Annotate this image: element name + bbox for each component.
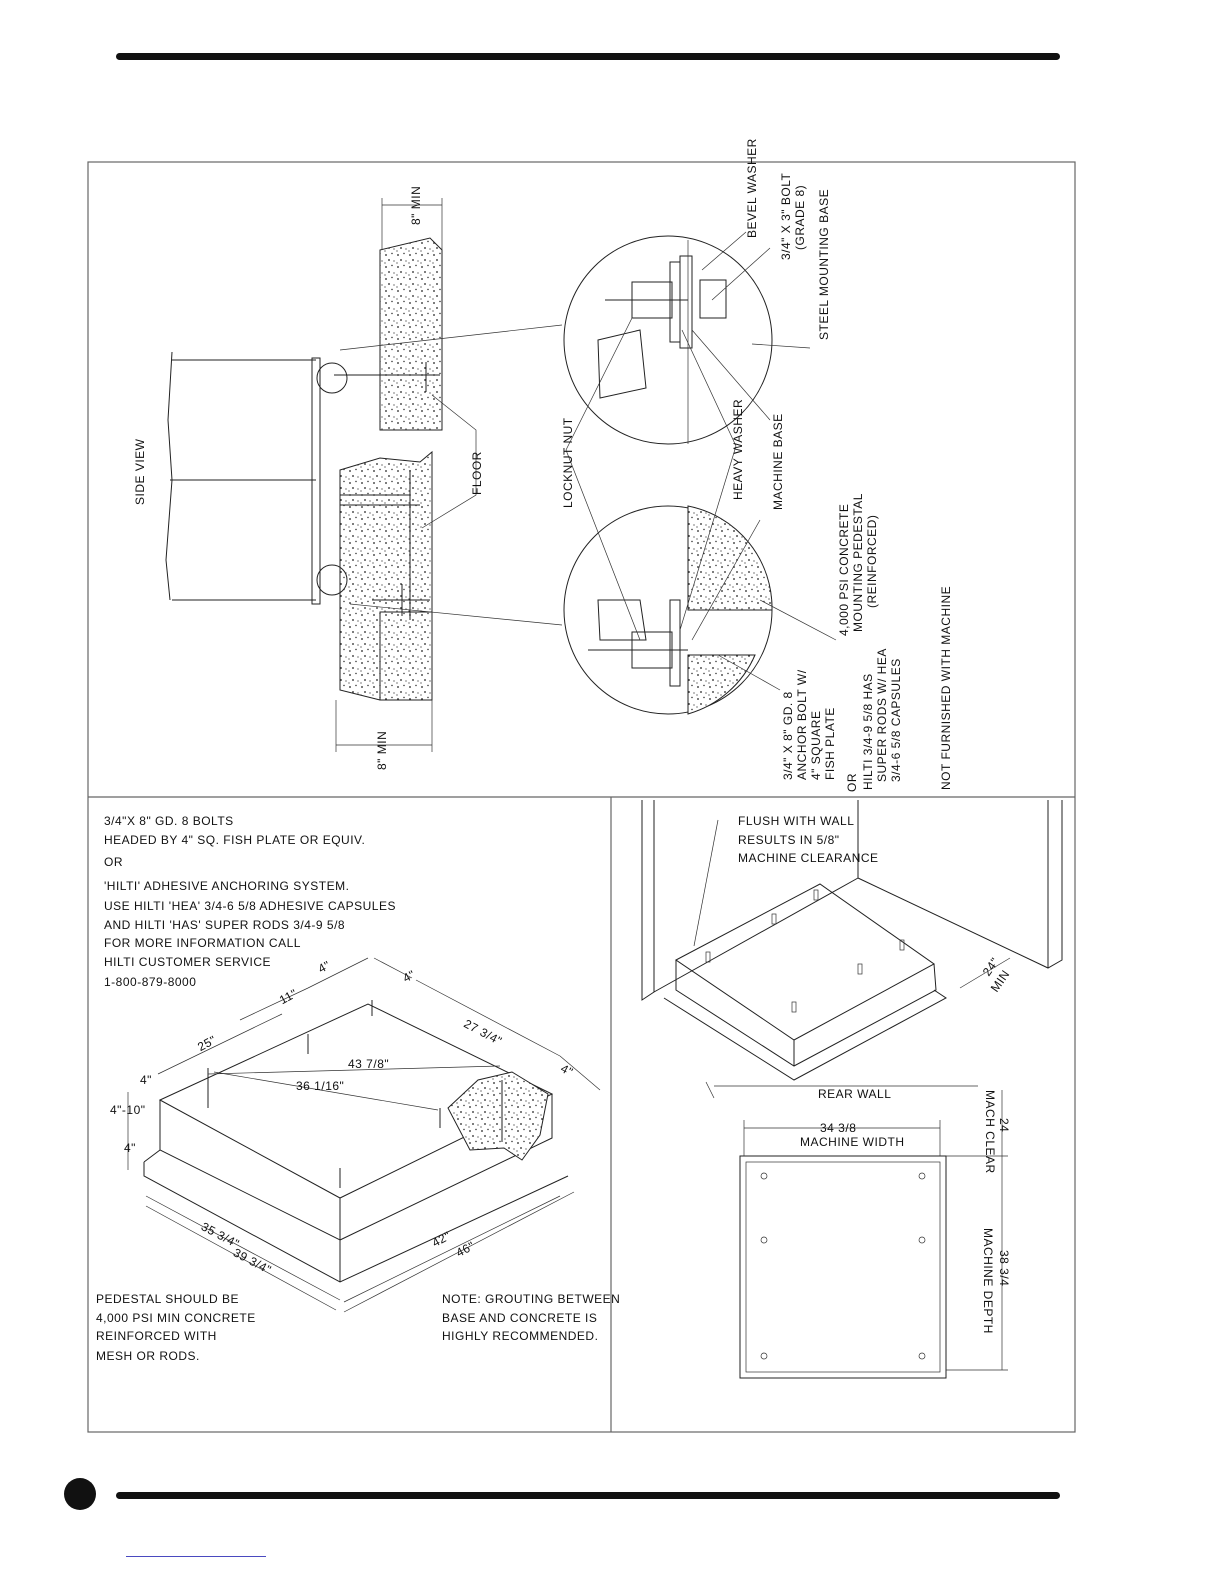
mach-clear-value: 24 bbox=[997, 1118, 1011, 1132]
hilti-label-2: SUPER RODS W/ HEA bbox=[875, 648, 889, 782]
floor-slab-upper bbox=[379, 237, 443, 431]
pedestal-label-3: (REINFORCED) bbox=[865, 515, 879, 608]
bottom-rule bbox=[116, 1492, 1060, 1499]
pedestal-spec-2: REINFORCED WITH bbox=[96, 1329, 217, 1343]
dim-43: 43 7/8" bbox=[348, 1057, 389, 1071]
dim-39: 39 3/4" bbox=[231, 1245, 274, 1277]
dim-bottom-min: 8" MIN bbox=[375, 731, 389, 770]
flush-line-1: RESULTS IN 5/8" bbox=[738, 833, 840, 847]
anchor-bolts bbox=[207, 1000, 503, 1188]
side-view: SIDE VIEW 8" MIN 8" MIN FLOOR BEVEL WASH… bbox=[133, 138, 953, 792]
side-view-title: SIDE VIEW bbox=[133, 438, 147, 505]
pedestal-spec-3: MESH OR RODS. bbox=[96, 1349, 200, 1363]
machine-base-label: MACHINE BASE bbox=[771, 413, 785, 510]
dim-4-d: 4" bbox=[124, 1141, 136, 1155]
dim-25: 25" bbox=[195, 1033, 218, 1054]
grout-note-2: HIGHLY RECOMMENDED. bbox=[442, 1329, 598, 1343]
floor-label: FLOOR bbox=[470, 451, 484, 495]
flush-line-0: FLUSH WITH WALL bbox=[738, 814, 854, 828]
machine-depth-label: MACHINE DEPTH bbox=[981, 1228, 995, 1334]
detail-upper bbox=[563, 235, 773, 445]
pedestal-note-3: 'HILTI' ADHESIVE ANCHORING SYSTEM. bbox=[104, 879, 349, 893]
pedestal-note-7: HILTI CUSTOMER SERVICE bbox=[104, 955, 271, 969]
locknut-label: LOCKNUT NUT bbox=[561, 417, 575, 508]
grout-note-1: BASE AND CONCRETE IS bbox=[442, 1311, 597, 1325]
dim-36: 36 1/16" bbox=[296, 1079, 344, 1093]
bolt-grade-label: (GRADE 8) bbox=[793, 185, 807, 250]
pedestal-note-4: USE HILTI 'HEA' 3/4-6 5/8 ADHESIVE CAPSU… bbox=[104, 899, 396, 913]
top-rule bbox=[116, 53, 1060, 60]
wall-plan-view: FLUSH WITH WALL RESULTS IN 5/8" MACHINE … bbox=[641, 800, 1063, 1379]
heavy-washer-label: HEAVY WASHER bbox=[731, 399, 745, 500]
pedestal-note-6: FOR MORE INFORMATION CALL bbox=[104, 936, 301, 950]
footer-link[interactable] bbox=[126, 1556, 266, 1557]
dim-42: 42" bbox=[430, 1229, 453, 1250]
machine-plan bbox=[739, 1155, 947, 1379]
anchor-label-1: 3/4" X 8" GD. 8 bbox=[781, 691, 795, 780]
dim-4-a: 4" bbox=[316, 958, 333, 976]
bevel-washer-label: BEVEL WASHER bbox=[745, 138, 759, 238]
or-label: OR bbox=[845, 773, 859, 792]
pedestal-note-5: AND HILTI 'HAS' SUPER RODS 3/4-9 5/8 bbox=[104, 918, 345, 932]
flush-line-2: MACHINE CLEARANCE bbox=[738, 851, 879, 865]
rear-wall-label: REAR WALL bbox=[818, 1087, 891, 1101]
anchor-label-4: FISH PLATE bbox=[823, 707, 837, 780]
anchor-label-3: 4" SQUARE bbox=[809, 711, 823, 780]
steel-base-label: STEEL MOUNTING BASE bbox=[817, 189, 831, 340]
dim-27: 27 3/4" bbox=[462, 1017, 505, 1049]
dim-top-min: 8" MIN bbox=[409, 186, 423, 225]
not-furnished-label: NOT FURNISHED WITH MACHINE bbox=[939, 586, 953, 790]
dim-46: 46" bbox=[454, 1239, 477, 1260]
cutaway-concrete bbox=[447, 1071, 549, 1161]
dim-4-b: 4" bbox=[400, 967, 417, 985]
hilti-label-3: 3/4-6 5/8 CAPSULES bbox=[889, 658, 903, 782]
pedestal-isometric: 3/4"X 8" GD. 8 BOLTS HEADED BY 4" SQ. FI… bbox=[96, 814, 620, 1363]
pedestal-note-1: HEADED BY 4" SQ. FISH PLATE OR EQUIV. bbox=[104, 833, 365, 847]
pedestal-spec-1: 4,000 PSI MIN CONCRETE bbox=[96, 1311, 256, 1325]
mach-clear-label: MACH CLEAR bbox=[983, 1090, 997, 1174]
pedestal-note-2: OR bbox=[104, 855, 123, 869]
pedestal-note-0: 3/4"X 8" GD. 8 BOLTS bbox=[104, 814, 234, 828]
machine-width-value: 34 3/8 bbox=[820, 1121, 856, 1135]
machine-depth-value: 38 3/4 bbox=[997, 1250, 1011, 1286]
dim-11: 11" bbox=[277, 986, 300, 1007]
dim-4-e: 4" bbox=[558, 1061, 575, 1079]
pedestal-note-8: 1-800-879-8000 bbox=[104, 975, 196, 989]
pedestal-spec-0: PEDESTAL SHOULD BE bbox=[96, 1292, 239, 1306]
pedestal-label-2: MOUNTING PEDESTAL bbox=[851, 493, 865, 632]
bolt-label: 3/4" X 3" BOLT bbox=[779, 172, 793, 260]
page-marker bbox=[64, 1478, 96, 1510]
machine-width-label: MACHINE WIDTH bbox=[800, 1135, 905, 1149]
dim-4-10: 4"-10" bbox=[110, 1103, 146, 1117]
hilti-label-1: HILTI 3/4-9 5/8 HAS bbox=[861, 673, 875, 790]
grout-note-0: NOTE: GROUTING BETWEEN bbox=[442, 1292, 620, 1306]
dim-4-c: 4" bbox=[140, 1073, 152, 1087]
anchor-label-2: ANCHOR BOLT W/ bbox=[795, 669, 809, 780]
pedestal-label-1: 4,000 PSI CONCRETE bbox=[837, 504, 851, 636]
